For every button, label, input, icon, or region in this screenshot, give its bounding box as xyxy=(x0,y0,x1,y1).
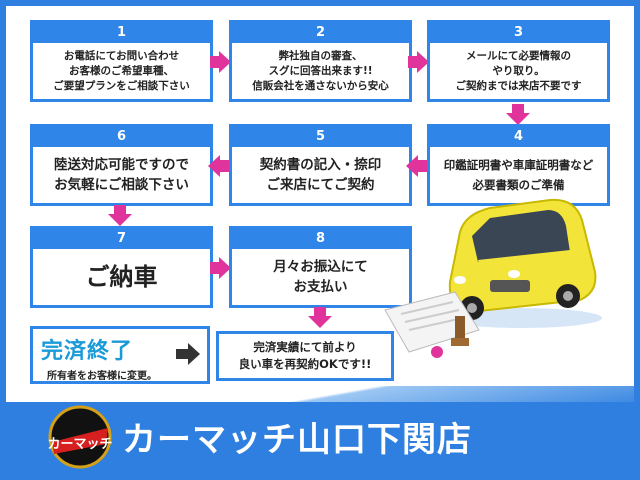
step-8-number: 8 xyxy=(232,229,409,249)
step-2-number: 2 xyxy=(232,23,409,43)
step-1-box: 1 お電話にてお問い合わせ お客様のご希望車種、 ご要望プランをご相談下さい xyxy=(30,20,213,102)
step-5-box: 5 契約書の記入・捺印 ご来店にてご契約 xyxy=(229,124,412,206)
step-4-number: 4 xyxy=(430,127,607,147)
step-2-box: 2 弊社独自の審査、 スグに回答出来ます!! 信販会社を通さないから安心 xyxy=(229,20,412,102)
store-name: カーマッチ山口下関店 xyxy=(122,420,472,460)
step-6-number: 6 xyxy=(33,127,210,147)
step-7-number: 7 xyxy=(33,229,210,249)
step-7-box: 7 ご納車 xyxy=(30,226,213,308)
step-2-text: 弊社独自の審査、 スグに回答出来ます!! 信販会社を通さないから安心 xyxy=(252,49,389,92)
step-1-number: 1 xyxy=(33,23,210,43)
contract-stamp-illustration xyxy=(384,291,480,358)
step-6-box: 6 陸送対応可能ですので お気軽にご相談下さい xyxy=(30,124,213,206)
step-1-text: お電話にてお問い合わせ お客様のご希望車種、 ご要望プランをご相談下さい xyxy=(53,49,190,92)
step-4-text: 印鑑証明書や車庫証明書など 必要書類のご準備 xyxy=(443,158,594,192)
logo-text: カーマッチ xyxy=(47,437,112,452)
step-8-text: 月々お振込にて お支払い xyxy=(273,259,368,295)
step-3-text: メールにて必要情報の やり取り。 ご契約までは来店不要です xyxy=(455,49,582,92)
step-6-text: 陸送対応可能ですので お気軽にご相談下さい xyxy=(54,157,189,193)
step-8-box: 8 月々お振込にて お支払い xyxy=(229,226,412,308)
yellow-car-illustration xyxy=(442,198,602,328)
step-7-text: ご納車 xyxy=(85,263,158,291)
completion-title: 完済終了 xyxy=(41,339,134,364)
step-3-box: 3 メールにて必要情報の やり取り。 ご契約までは来店不要です xyxy=(427,20,610,102)
completion-message: 完済実績にて前より 良い車を再契約OKです!! xyxy=(216,331,394,381)
step-5-number: 5 xyxy=(232,127,409,147)
completion-subtitle: 所有者をお客様に変更。 xyxy=(47,371,157,382)
step-5-text: 契約書の記入・捺印 ご来店にてご契約 xyxy=(259,157,382,193)
carmatch-logo-icon: カーマッチ xyxy=(47,405,113,469)
step-3-number: 3 xyxy=(430,23,607,43)
